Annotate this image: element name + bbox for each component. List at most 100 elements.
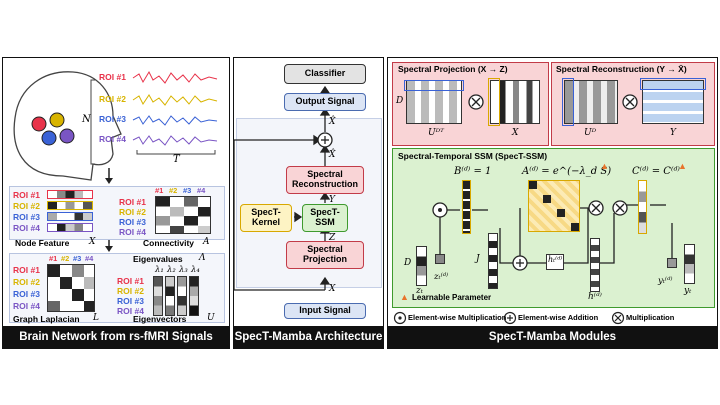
lap-col4: #4	[85, 254, 94, 263]
flame-icon-a: ▲	[600, 161, 609, 171]
reconstruction-title: Spectral Reconstruction (Y → X̄)	[556, 64, 687, 74]
flame-icon-c: ▲	[678, 161, 687, 171]
eig-roi1: ROI #1	[117, 276, 144, 286]
lambda-2: λ₂	[167, 265, 176, 275]
x-hat-mid: X̂	[329, 150, 336, 160]
lap-roi1: ROI #1	[13, 265, 40, 275]
middle-caption: SpecT-Mamba Architecture	[234, 326, 383, 348]
x-hat-top: X̂	[329, 117, 336, 127]
eigenvectors-label: Eigenvectors	[133, 314, 187, 324]
c-eq: C⁽ᵈ⁾ = C⁽ᵈ⁾	[632, 166, 680, 177]
output-signal-box: Output Signal	[284, 93, 366, 111]
ud-matrix-col-hl	[562, 78, 574, 126]
yt-d-label: yₜ⁽ᵈ⁾	[658, 276, 673, 286]
feature-row1	[47, 190, 93, 199]
feature-roi2: ROI #2	[13, 201, 40, 211]
h-vector	[590, 238, 600, 292]
u-sym-label: U	[207, 313, 215, 323]
legend-mult: Multiplication	[626, 313, 675, 322]
a-eq: A⁽ᵈ⁾ = e^(−λ_d S)	[522, 166, 612, 177]
l-sym-label: L	[93, 313, 99, 323]
signal-label-roi2: ROI #2	[99, 94, 126, 104]
signal-roi2	[132, 94, 218, 106]
lap-col3: #3	[73, 254, 82, 263]
eig-roi2: ROI #2	[117, 286, 144, 296]
projection-title: Spectral Projection (X → Z)	[398, 64, 508, 74]
lambda-4: λ₄	[191, 265, 200, 275]
x-matrix-col-hl	[488, 78, 500, 126]
yt-d-cell	[667, 258, 677, 268]
ht-box	[546, 254, 564, 270]
y-matrix	[642, 80, 704, 124]
feature-row2	[47, 201, 93, 210]
ht-d-label: hₜ⁽ᵈ⁾	[548, 255, 563, 264]
ssm-d-label: D	[404, 258, 412, 268]
n-label: N	[82, 114, 91, 125]
right-panel: Spectral Projection (X → Z) D Uᴰᵀ X Spec…	[387, 57, 718, 349]
eigenvector-col4	[189, 276, 199, 316]
proj-x-label: X	[512, 128, 519, 138]
recon-mult-icon	[622, 94, 638, 110]
ssm-wires	[432, 200, 676, 271]
t-label: T	[173, 154, 180, 165]
conn-col1: #1	[155, 186, 164, 195]
input-signal-box: Input Signal	[284, 303, 366, 319]
spect-ssm-box: SpecT-SSM	[302, 204, 348, 232]
laplacian-matrix	[47, 264, 95, 312]
recon-y-label: Y	[670, 128, 676, 138]
spectral-projection-box: Spectral Projection	[286, 241, 364, 269]
yt-vector	[684, 244, 695, 284]
x-sym-label: X	[89, 237, 96, 247]
legend-icons	[393, 311, 625, 325]
feature-roi1: ROI #1	[13, 190, 40, 200]
ud-transpose-row-hl	[404, 80, 464, 91]
right-caption: SpecT-Mamba Modules	[388, 326, 717, 348]
c-vector	[638, 180, 647, 234]
ud-t-label: Uᴰᵀ	[428, 128, 444, 138]
zt-d-label: zₜ⁽ᵈ⁾	[434, 272, 449, 282]
signal-label-roi3: ROI #3	[99, 114, 126, 124]
lap-roi4: ROI #4	[13, 301, 40, 311]
eigenvector-col2	[165, 276, 175, 316]
connectivity-label: Connectivity	[143, 238, 195, 248]
a-sym-label: A	[203, 237, 210, 247]
feature-row3	[47, 212, 93, 221]
zt-vector	[416, 246, 427, 286]
spect-kernel-box: SpecT-Kernel	[240, 204, 292, 232]
zt-label: zₜ	[416, 286, 423, 296]
proj-mult-icon	[468, 94, 484, 110]
connectivity-matrix	[155, 196, 211, 234]
node-feature-label: Node Feature	[15, 238, 70, 248]
lambda-3: λ₃	[179, 265, 188, 275]
spectral-reconstruction-box: Spectral Reconstruction	[286, 166, 364, 194]
feature-roi3: ROI #3	[13, 212, 40, 222]
signal-label-roi1: ROI #1	[99, 72, 126, 82]
eigenvector-col1	[153, 276, 163, 316]
j-vector	[488, 233, 498, 289]
left-caption: Brain Network from rs-fMRI Signals	[3, 326, 229, 348]
conn-col2: #2	[169, 186, 178, 195]
zt-d-cell	[435, 254, 445, 264]
eigenvalues-label: Eigenvalues	[133, 254, 183, 264]
conn-col3: #3	[183, 186, 192, 195]
lap-roi3: ROI #3	[13, 289, 40, 299]
legend-elem-mult: Element-wise Multiplication	[408, 313, 507, 322]
b-eq: B⁽ᵈ⁾ = 1	[454, 166, 492, 177]
feature-row4	[47, 223, 93, 232]
graph-laplacian-label: Graph Laplacian	[13, 314, 80, 324]
lambda-sym: Λ	[199, 253, 206, 263]
conn-roi3: ROI #3	[119, 217, 146, 227]
lap-col1: #1	[49, 254, 58, 263]
y-label: Y	[329, 195, 335, 205]
learnable-label: Learnable Parameter	[412, 293, 492, 302]
conn-col4: #4	[197, 186, 206, 195]
y-matrix-row-hl	[640, 78, 706, 90]
h-d-label: h⁽ᵈ⁾	[588, 292, 602, 302]
middle-panel: Classifier Output Signal Spectral Recons…	[233, 57, 384, 349]
x-label: X	[329, 284, 336, 294]
signal-roi4	[132, 135, 218, 146]
eig-roi4: ROI #4	[117, 306, 144, 316]
left-panel: ROI #1 ROI #2 ROI #3 ROI #4 N T ROI #1 R…	[2, 57, 230, 349]
ud-label: Uᴰ	[584, 128, 597, 138]
lambda-1: λ₁	[155, 265, 164, 275]
